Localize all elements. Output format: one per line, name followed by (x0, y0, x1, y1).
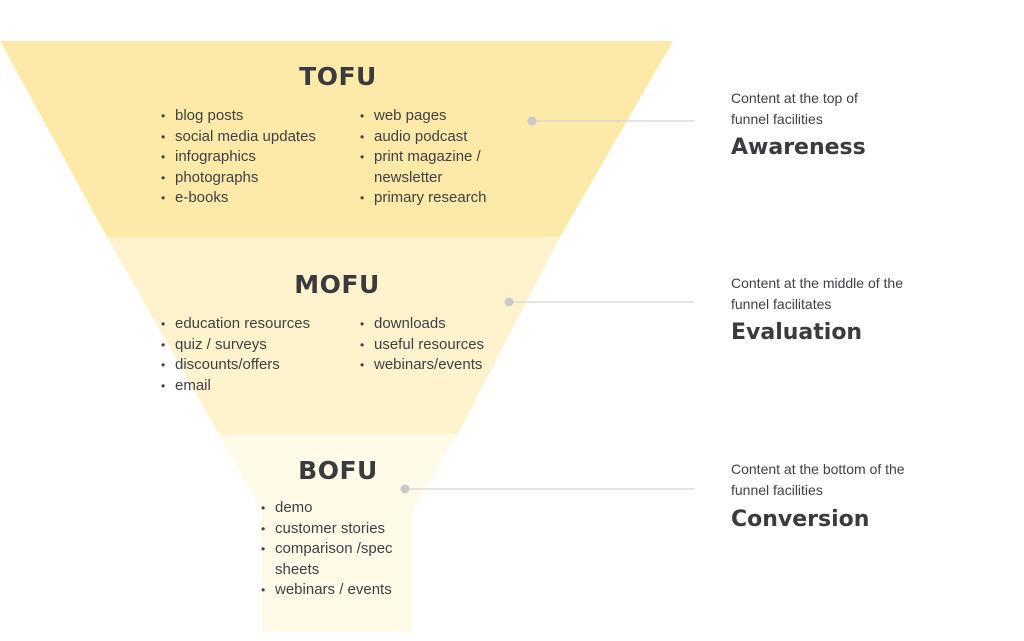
list-item: webinars / events (261, 580, 401, 601)
stage-title-mofu: MOFU (294, 270, 380, 299)
list-item: comparison /spec sheets (261, 539, 401, 580)
list-item: customer stories (261, 519, 401, 540)
list-item: demo (261, 498, 401, 519)
bofu-list: democustomer storiescomparison /spec she… (261, 498, 401, 601)
list-item: audio podcast (360, 127, 500, 148)
list-item: photographs (161, 168, 351, 189)
list-item: print magazine / newsletter (360, 147, 500, 188)
list-item: webinars/events (360, 355, 520, 376)
list-item: blog posts (161, 106, 351, 127)
list-item: e-books (161, 188, 351, 209)
list-item: primary research (360, 188, 500, 209)
list-item: downloads (360, 314, 520, 335)
tofu-list-left: blog postssocial media updatesinfographi… (161, 106, 351, 209)
list-item: quiz / surveys (161, 335, 351, 356)
list-item: web pages (360, 106, 500, 127)
stage-title-bofu: BOFU (298, 456, 378, 485)
connector-dot-mofu (504, 297, 514, 307)
phase-evaluation: Evaluation (731, 320, 863, 345)
list-item: useful resources (360, 335, 520, 356)
connector-dot-tofu (527, 116, 537, 126)
list-item: education resources (161, 314, 351, 335)
description-mofu: Content at the middle of the funnel faci… (731, 275, 903, 312)
list-item: email (161, 376, 351, 397)
mofu-list-right: downloadsuseful resourceswebinars/events (360, 314, 520, 376)
mofu-list-left: education resourcesquiz / surveysdiscoun… (161, 314, 351, 396)
description-tofu: Content at the top of funnel facilities (731, 90, 858, 127)
connector-dot-bofu (400, 484, 410, 494)
description-bofu: Content at the bottom of the funnel faci… (731, 461, 905, 498)
list-item: infographics (161, 147, 351, 168)
tofu-list-right: web pagesaudio podcastprint magazine / n… (360, 106, 500, 209)
list-item: social media updates (161, 127, 351, 148)
stage-title-tofu: TOFU (299, 62, 377, 91)
phase-awareness: Awareness (731, 135, 866, 160)
phase-conversion: Conversion (731, 507, 870, 532)
list-item: discounts/offers (161, 355, 351, 376)
